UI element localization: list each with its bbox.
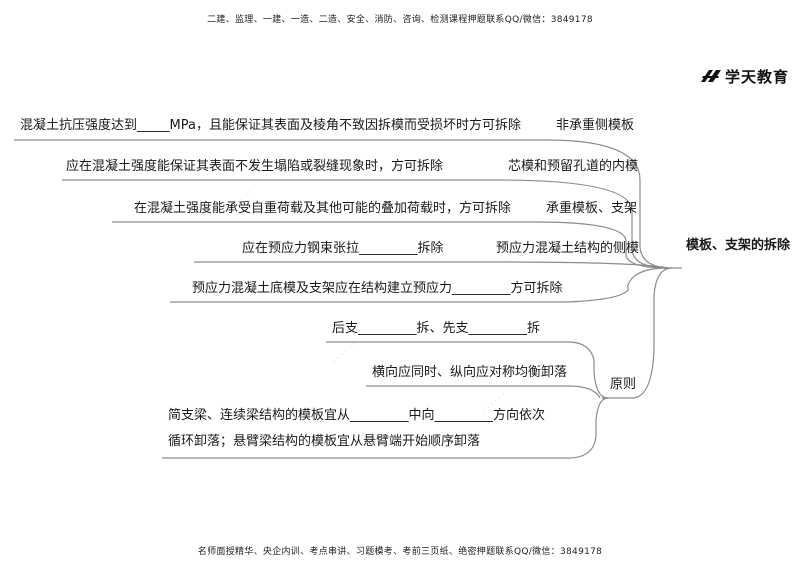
principle-item-3-cont: 循环卸落；悬臂梁结构的模板宜从悬臂端开始顺序卸落 xyxy=(168,434,481,449)
branch-4-label: 预应力混凝土结构的侧模 xyxy=(496,241,640,256)
page-footer: 名师面授精华、央企内训、考点串讲、习题模考、考前三页纸、绝密押题联系QQ/微信：… xyxy=(197,547,603,557)
principle-item-3: 简支梁、连续梁结构的模板宜从_________中向_________方向依次 xyxy=(168,408,546,423)
xuetian-logo-icon xyxy=(701,70,721,82)
mindmap-root: 模板、支架的拆除 xyxy=(686,238,791,253)
brand-name: 学天教育 xyxy=(725,67,790,86)
principle-label: 原则 xyxy=(610,377,637,392)
branch-2-label: 芯模和预留孔道的内模 xyxy=(508,159,639,174)
page-header: 二建、监理、一建、一造、二造、安全、消防、咨询、检测课程押题联系QQ/微信：38… xyxy=(207,15,593,25)
branch-3-text: 在混凝土强度能承受自重荷载及其他可能的叠加荷载时，方可拆除 xyxy=(134,201,512,216)
brand-logo: 学天教育 xyxy=(700,66,789,86)
principle-item-2: 横向应同时、纵向应对称均衡卸落 xyxy=(372,365,568,380)
branch-5-text: 预应力混凝土底模及支架应在结构建立预应力_________方可拆除 xyxy=(192,281,563,296)
branch-2-text: 应在混凝土强度能保证其表面不发生塌陷或裂缝现象时，方可拆除 xyxy=(66,159,444,174)
principle-item-1: 后支_________拆、先支_________拆 xyxy=(332,321,541,336)
branch-3-label: 承重模板、支架 xyxy=(546,201,638,216)
branch-4-text: 应在预应力钢束张拉_________拆除 xyxy=(242,241,444,256)
branch-1-text: 混凝土抗压强度达到_____MPa，且能保证其表面及棱角不致因拆模而受损坏时方可… xyxy=(20,118,521,133)
branch-1-label: 非承重侧模板 xyxy=(556,118,635,133)
